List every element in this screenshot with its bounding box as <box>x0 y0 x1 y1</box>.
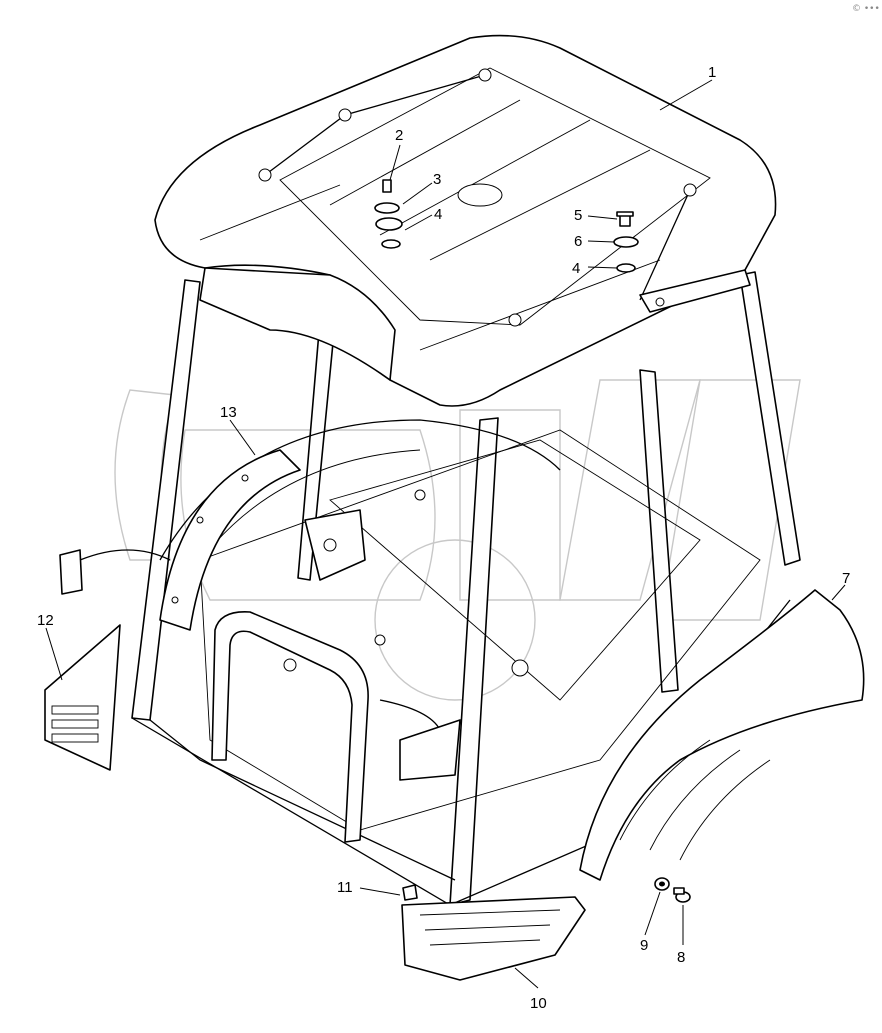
mount-stack-left <box>374 179 403 249</box>
callout-5: 5 <box>574 207 582 224</box>
callout-7: 7 <box>842 570 850 587</box>
callout-10: 10 <box>530 995 547 1012</box>
mount-stack-right <box>613 211 639 273</box>
callout-2: 2 <box>395 127 403 144</box>
callout-8: 8 <box>677 949 685 966</box>
callouts: 1 2 3 4 5 6 4 7 8 9 10 11 12 13 <box>37 64 850 1012</box>
callout-11: 11 <box>337 879 353 896</box>
washer-9 <box>654 877 670 891</box>
callout-9: 9 <box>640 937 648 954</box>
callout-3: 3 <box>433 171 441 188</box>
callout-1: 1 <box>708 64 716 81</box>
callout-4-right: 4 <box>572 260 580 277</box>
cab-frame <box>59 271 801 906</box>
roof-panel <box>154 34 777 407</box>
callout-12: 12 <box>37 612 54 629</box>
bolt-8 <box>673 887 691 903</box>
rear-fender <box>159 449 301 631</box>
step-plate-left <box>44 624 121 771</box>
callout-4-left: 4 <box>434 206 442 223</box>
watermark-text: © ••• <box>852 4 880 14</box>
leader-lines <box>45 79 846 989</box>
step-plate-front <box>401 896 586 981</box>
clip-11 <box>402 884 418 901</box>
front-fender <box>579 589 865 881</box>
callout-6: 6 <box>574 233 582 250</box>
callout-13: 13 <box>220 404 237 421</box>
